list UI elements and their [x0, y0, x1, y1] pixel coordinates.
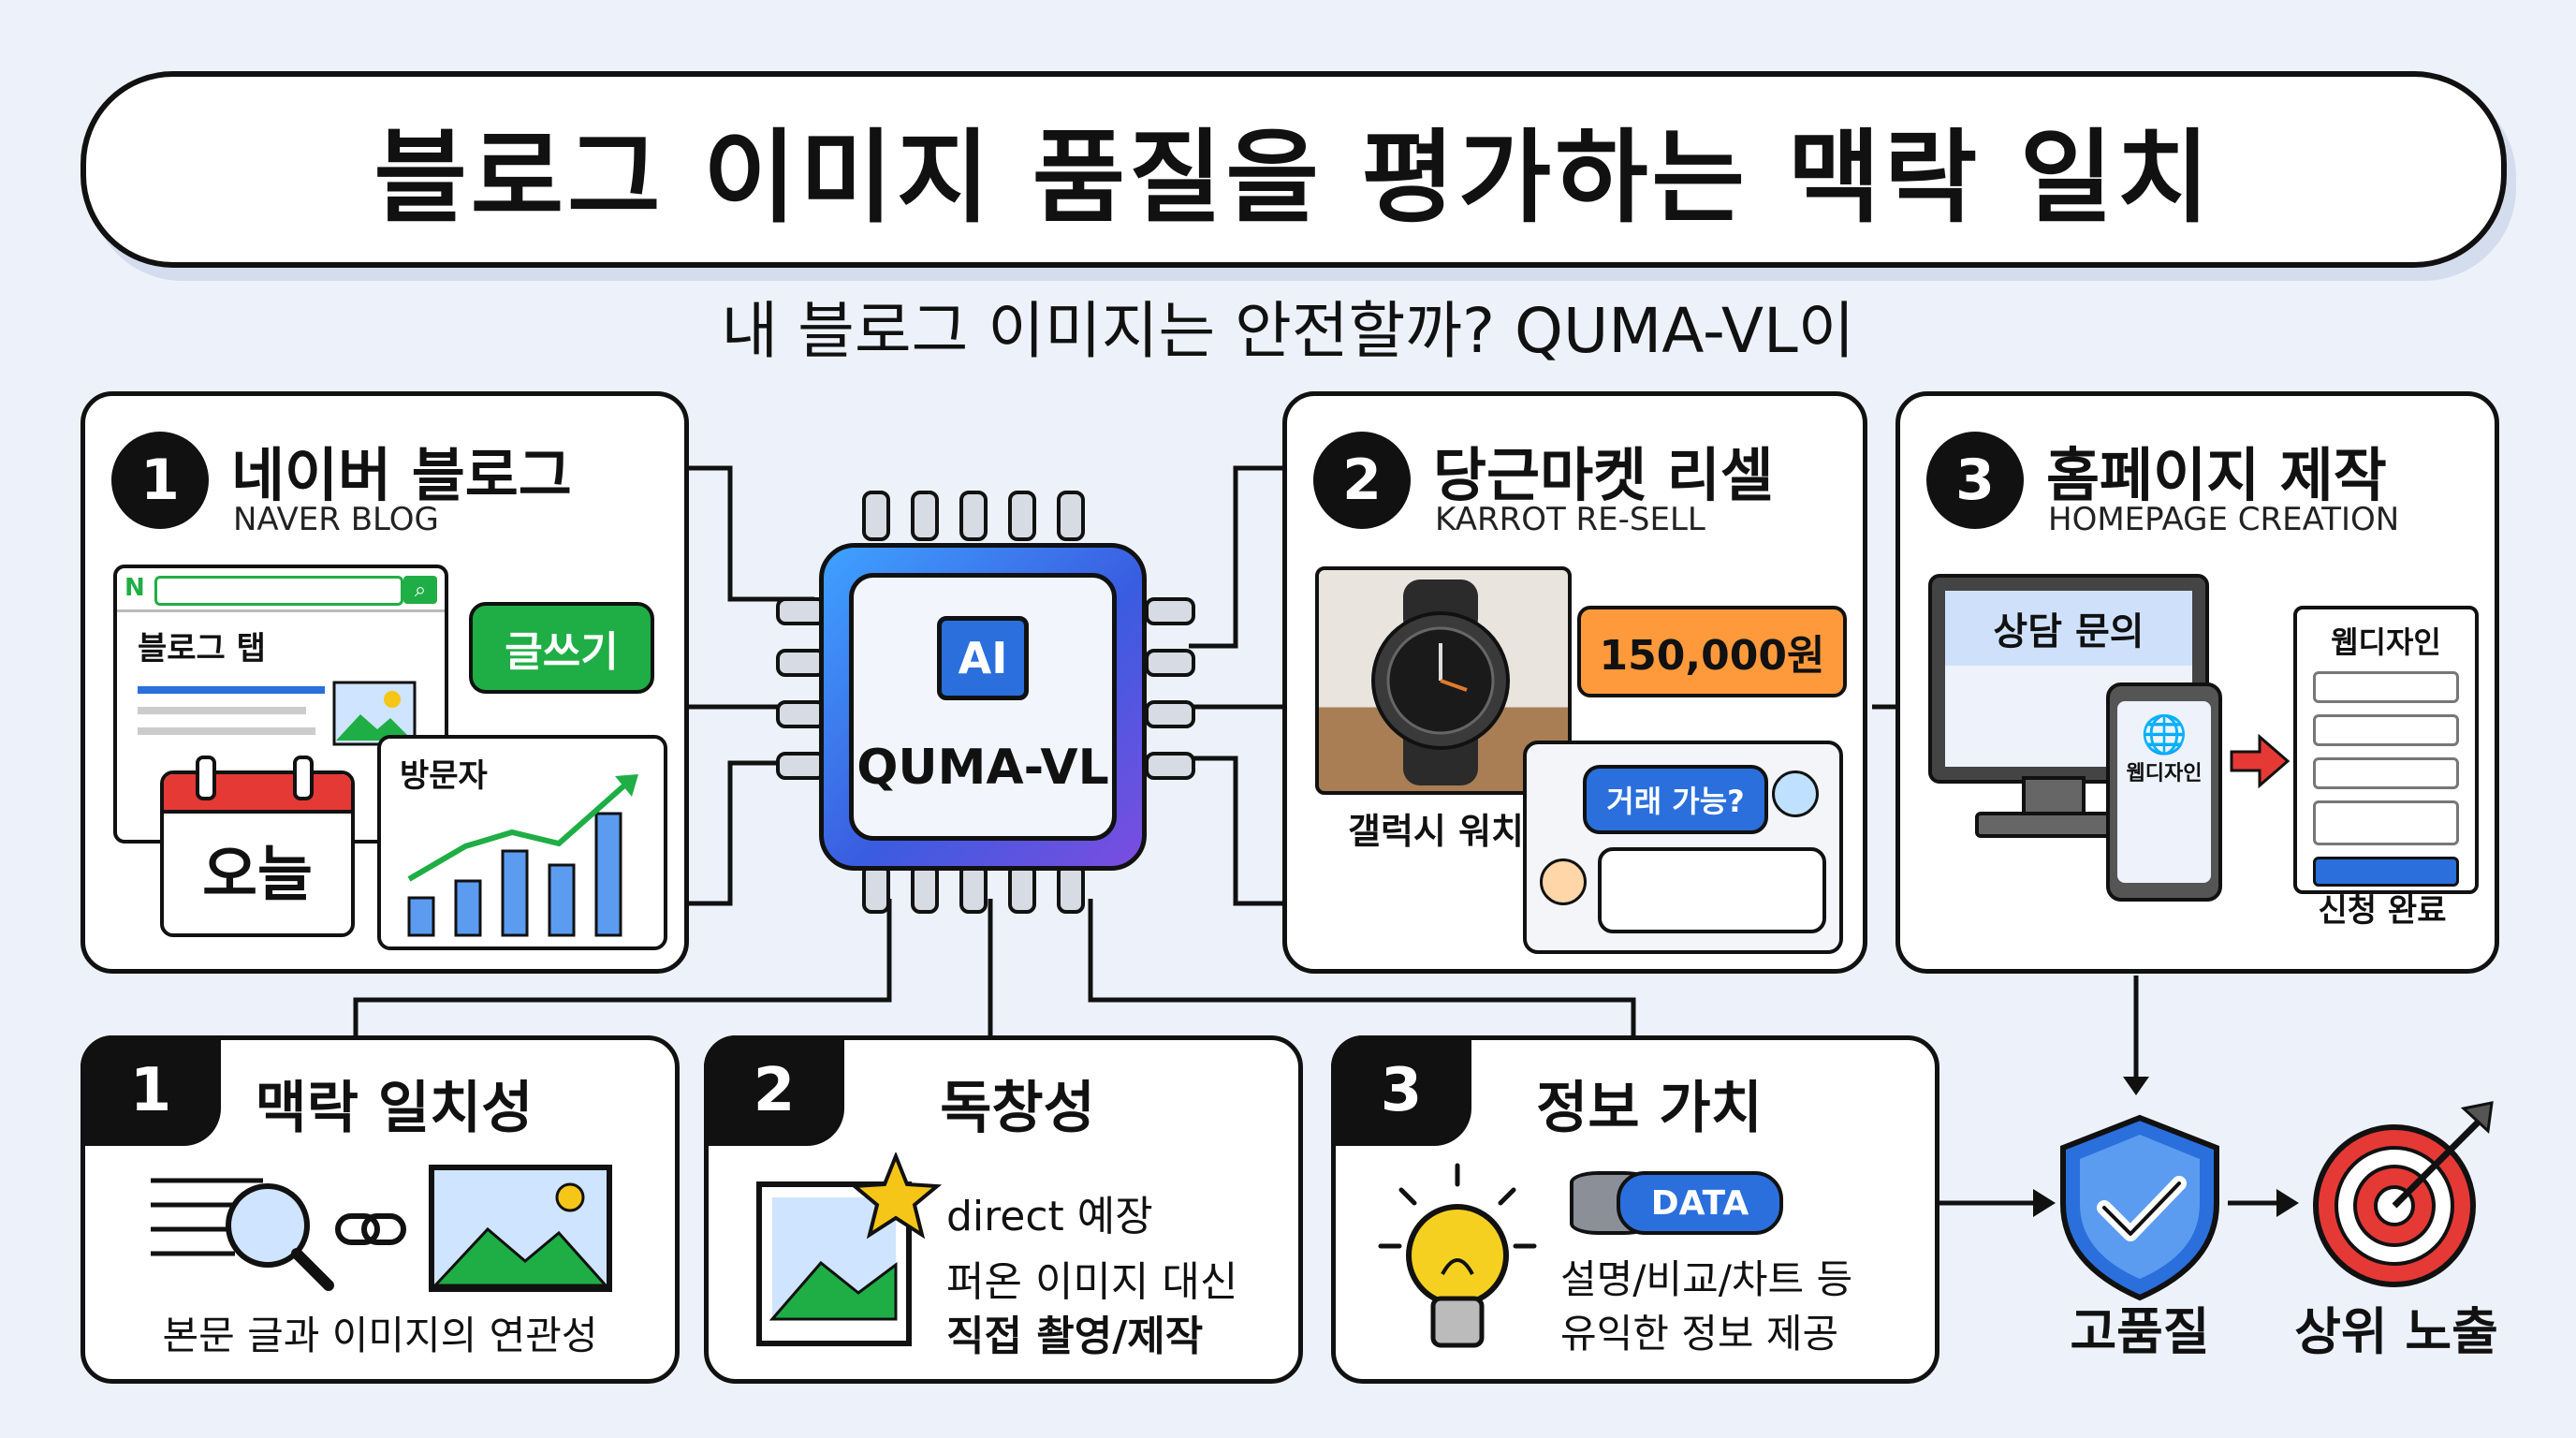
- product-photo: [1315, 566, 1572, 795]
- data-badge: DATA: [1617, 1171, 1783, 1235]
- criteria-number: 1: [80, 1035, 221, 1146]
- calendar-ring: [293, 756, 314, 800]
- form-title: 웹디자인: [2331, 624, 2441, 660]
- done-label: 신청 완료: [2318, 892, 2447, 930]
- case-subtitle: NAVER BLOG: [233, 501, 439, 538]
- form-field[interactable]: [2313, 757, 2459, 789]
- blog-tab[interactable]: 블로그 탭: [138, 630, 266, 668]
- avatar-icon: [1772, 770, 1819, 817]
- case-subtitle: HOMEPAGE CREATION: [2048, 501, 2400, 538]
- text-line: [138, 727, 315, 735]
- result-quality: 고품질: [2070, 1302, 2210, 1361]
- criteria-line-3: 직접 촬영/제작: [946, 1313, 1204, 1360]
- case-title: 당근마켓 리셀: [1433, 441, 1774, 509]
- calendar-icon: 오늘: [160, 770, 355, 937]
- title-banner: 블로그 이미지 품질을 평가하는 맥락 일치: [80, 71, 2507, 268]
- criteria-title: 정보 가치: [1536, 1076, 1763, 1141]
- monitor-title: 상담 문의: [1945, 591, 2192, 666]
- search-input[interactable]: [154, 576, 403, 606]
- case-subtitle: KARROT RE-SELL: [1435, 501, 1705, 538]
- form-field[interactable]: [2313, 800, 2459, 845]
- criteria-card-info-value: 3 정보 가치 DATA 설명/비교/차트 등 유익한 정보 제공: [1331, 1035, 1939, 1384]
- page-title: 블로그 이미지 품질을 평가하는 맥락 일치: [373, 120, 2214, 237]
- criteria-title: 맥락 일치성: [255, 1076, 534, 1141]
- search-icon[interactable]: ⌕: [403, 576, 437, 604]
- naver-logo: N: [124, 574, 145, 602]
- result-rank: 상위 노출: [2294, 1302, 2498, 1361]
- item-name: 갤럭시 워치: [1347, 811, 1525, 852]
- image-thumbnail-icon: [332, 681, 417, 746]
- phone-icon: 🌐 웹디자인: [2106, 682, 2222, 902]
- case-number: 3: [1926, 432, 2024, 529]
- criteria-desc: 본문 글과 이미지의 연관성: [162, 1313, 598, 1358]
- case-title: 홈페이지 제작: [2046, 441, 2387, 509]
- submit-button[interactable]: [2313, 857, 2459, 887]
- chat-window: 거래 가능?: [1523, 741, 1843, 954]
- form-field[interactable]: [2313, 671, 2459, 703]
- text-line: [138, 686, 325, 694]
- case-card-naver: 1 네이버 블로그 NAVER BLOG N ⌕ 블로그 탭 글쓰기 오늘 방문…: [80, 391, 689, 974]
- criteria-number: 2: [704, 1035, 844, 1146]
- context-match-icon: [151, 1165, 612, 1292]
- ai-chip: AI QUMA-VL: [776, 491, 1195, 914]
- visitors-label: 방문자: [400, 757, 488, 795]
- criteria-line-1: 설명/비교/차트 등: [1560, 1256, 1853, 1302]
- growth-chart-icon: [407, 774, 638, 937]
- shield-check-icon: [2060, 1114, 2219, 1301]
- globe-icon: 🌐: [2141, 713, 2188, 756]
- case-title: 네이버 블로그: [231, 441, 572, 509]
- case-card-karrot: 2 당근마켓 리셀 KARROT RE-SELL 150,000원 갤럭시 워치…: [1282, 391, 1867, 974]
- form-field[interactable]: [2313, 714, 2459, 746]
- price-tag: 150,000원: [1577, 606, 1847, 697]
- case-number: 2: [1313, 432, 1411, 529]
- visitor-chart: 방문자: [377, 735, 667, 950]
- chip-label: QUMA-VL: [856, 740, 1109, 796]
- subtitle: 내 블로그 이미지는 안전할까? QUMA-VL이: [721, 295, 1855, 367]
- write-button[interactable]: 글쓰기: [469, 602, 654, 694]
- original-image-icon: [756, 1152, 943, 1346]
- criteria-card-originality: 2 독창성 direct 예장 퍼온 이미지 대신 직접 촬영/제작: [704, 1035, 1303, 1384]
- criteria-line-1: direct 예장: [946, 1193, 1153, 1240]
- watch-icon: [1371, 580, 1510, 785]
- criteria-title: 독창성: [940, 1076, 1095, 1141]
- phone-label: 웹디자인: [2126, 762, 2203, 785]
- chat-bubble: 거래 가능?: [1583, 765, 1768, 834]
- ai-badge: AI: [937, 616, 1029, 700]
- target-icon: [2313, 1101, 2494, 1287]
- criteria-line-2: 유익한 정보 제공: [1560, 1311, 1839, 1357]
- today-label: 오늘: [202, 841, 313, 910]
- criteria-number: 3: [1331, 1035, 1471, 1146]
- criteria-line-2: 퍼온 이미지 대신: [946, 1258, 1238, 1306]
- avatar-icon: [1540, 858, 1587, 905]
- criteria-card-context: 1 맥락 일치성 본문 글과 이미지의 연관성: [80, 1035, 680, 1384]
- case-card-homepage: 3 홈페이지 제작 HOMEPAGE CREATION 상담 문의 🌐 웹디자인…: [1895, 391, 2499, 974]
- calendar-ring: [196, 756, 216, 800]
- form-window: 웹디자인: [2293, 606, 2479, 894]
- text-line: [138, 707, 306, 714]
- case-number: 1: [111, 432, 209, 529]
- reply-bubble: [1598, 847, 1826, 933]
- arrow-right-icon: [2230, 733, 2291, 789]
- lightbulb-icon: [1378, 1163, 1537, 1348]
